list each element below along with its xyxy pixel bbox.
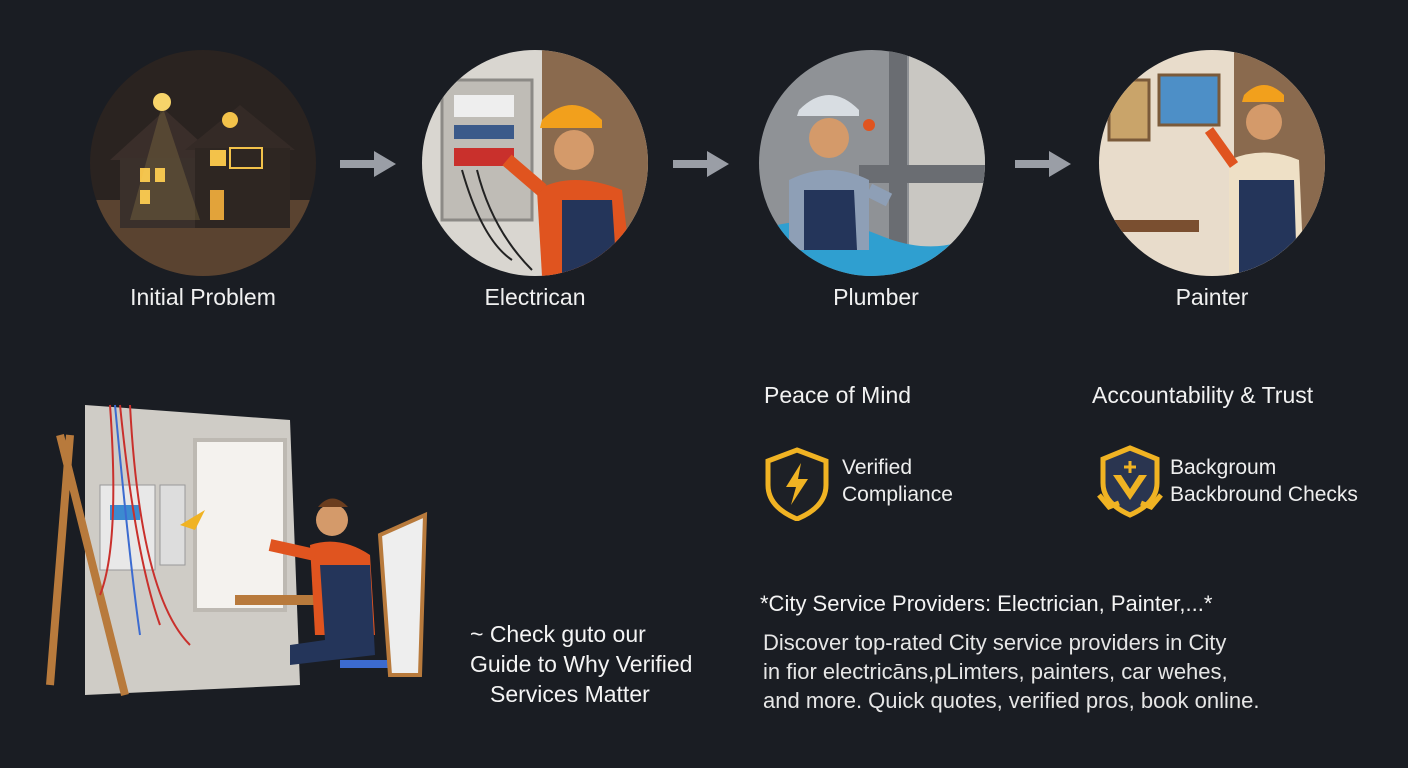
cta-line: Services Matter — [490, 681, 650, 707]
benefit-line: Backgroum — [1170, 456, 1277, 479]
benefit-heading: Accountability & Trust — [1092, 382, 1314, 408]
shield-check-icon — [1097, 445, 1163, 518]
cta-line: ~ Check guto our — [470, 621, 646, 647]
benefit-line: Verified — [842, 456, 913, 479]
benefit-text: Verified Compliance — [842, 454, 953, 508]
cta-line: Guide to Why Verified — [470, 651, 693, 677]
arrow-right-icon — [340, 151, 396, 177]
step-label: Initial Problem — [130, 284, 276, 310]
promo-title: *City Service Providers: Electrician, Pa… — [760, 591, 1213, 616]
promo-line: Discover top-rated City service provider… — [763, 630, 1227, 655]
promo-line: and more. Quick quotes, verified pros, b… — [763, 688, 1260, 713]
promo-description: Discover top-rated City service provider… — [763, 628, 1323, 715]
benefit-line: Compliance — [842, 483, 953, 506]
step-label: Plumber — [833, 284, 919, 310]
arrow-right-icon — [673, 151, 729, 177]
promo-line: in fior electricāns,pLimters, painters, … — [763, 659, 1228, 684]
house-night-illustration — [90, 50, 316, 276]
arrow-right-icon — [1015, 151, 1071, 177]
painter-illustration — [1099, 50, 1325, 276]
electrician-illustration — [422, 50, 648, 276]
shield-lightning-icon — [765, 447, 829, 521]
step-label: Electrican — [484, 284, 586, 310]
benefit-text: Backgroum Backbround Checks — [1170, 454, 1358, 508]
step-label: Painter — [1175, 284, 1249, 310]
benefit-heading: Peace of Mind — [764, 382, 912, 408]
benefit-line: Backbround Checks — [1170, 483, 1358, 506]
guide-link[interactable]: ~ Check guto our Guide to Why Verified S… — [470, 619, 692, 709]
electrician-at-panel-illustration — [46, 404, 428, 696]
plumber-illustration — [759, 50, 985, 276]
